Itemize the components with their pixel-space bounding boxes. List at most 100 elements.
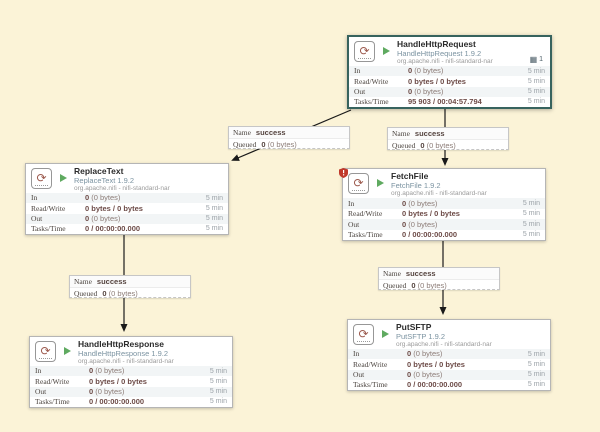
- stat-label: In: [353, 349, 360, 359]
- name-key: Name: [383, 268, 401, 278]
- name-value: success: [96, 276, 127, 286]
- connection-name-row: Name success: [229, 127, 349, 139]
- stat-value: 0 bytes / 0 bytes: [89, 376, 147, 386]
- stat-row: Read/Write 0 bytes / 0 bytes 5 min: [26, 203, 228, 213]
- processor-header: ⟳ HandleHttpResponse HandleHttpResponse …: [30, 337, 232, 366]
- stat-label: In: [35, 366, 42, 376]
- processor-node[interactable]: ⟳ HandleHttpResponse HandleHttpResponse …: [29, 336, 233, 408]
- stat-value: 0 (0 bytes): [407, 349, 443, 359]
- processor-title: HandleHttpRequest: [397, 39, 476, 49]
- stat-window: 5 min: [209, 398, 227, 406]
- processor-title: HandleHttpResponse: [78, 339, 164, 349]
- stat-window: 5 min: [209, 377, 227, 385]
- stat-row: Tasks/Time 0 / 00:00:00.000 5 min: [343, 230, 545, 241]
- stat-row: Read/Write 0 bytes / 0 bytes 5 min: [349, 76, 550, 86]
- stat-row: Out 0 (0 bytes) 5 min: [349, 86, 550, 97]
- processor-node[interactable]: ⟳ ReplaceText ReplaceText 1.9.2 org.apac…: [25, 163, 229, 235]
- stat-window: 5 min: [527, 98, 545, 106]
- stat-window: 5 min: [527, 381, 545, 389]
- stat-value: 0 (0 bytes): [89, 386, 125, 396]
- restricted-icon: [339, 165, 348, 183]
- stat-label: Tasks/Time: [35, 397, 70, 407]
- processor-node[interactable]: ⟳ HandleHttpRequest HandleHttpRequest 1.…: [347, 35, 552, 109]
- stat-value: 0 (0 bytes): [407, 369, 443, 379]
- stat-row: Tasks/Time 0 / 00:00:00.000 5 min: [30, 397, 232, 407]
- stat-label: Read/Write: [31, 203, 66, 213]
- processor-node[interactable]: ⟳ FetchFile FetchFile 1.9.2 org.apache.n…: [339, 168, 546, 241]
- stat-window: 5 min: [205, 204, 223, 212]
- queued-value: 0 (0 bytes): [420, 140, 456, 150]
- stat-row: In 0 (0 bytes) 5 min: [343, 198, 545, 209]
- stat-label: Tasks/Time: [31, 224, 66, 234]
- queued-key: Queued: [383, 280, 407, 290]
- connection-label[interactable]: Name success Queued 0 (0 bytes): [228, 126, 350, 149]
- stat-window: 5 min: [527, 371, 545, 379]
- stat-label: In: [348, 198, 355, 208]
- active-tasks-count: 1: [539, 56, 543, 63]
- stat-label: In: [354, 66, 361, 76]
- processor-stats: In 0 (0 bytes) 5 min Read/Write 0 bytes …: [343, 198, 545, 240]
- stat-label: Out: [35, 386, 47, 396]
- processor-header: ⟳ PutSFTP PutSFTP 1.9.2 org.apache.nifi …: [348, 320, 550, 349]
- processor-header: ⟳ HandleHttpRequest HandleHttpRequest 1.…: [349, 37, 550, 66]
- processor-icon: ⟳: [35, 341, 56, 362]
- stat-value: 0 (0 bytes): [85, 213, 121, 223]
- processor-icon: ⟳: [348, 173, 369, 194]
- stat-label: Read/Write: [35, 376, 70, 386]
- stat-value: 0 / 00:00:00.000: [89, 397, 145, 407]
- stat-row: Read/Write 0 bytes / 0 bytes 5 min: [343, 209, 545, 220]
- stat-label: Tasks/Time: [354, 97, 389, 107]
- queued-value: 0 (0 bytes): [411, 280, 447, 290]
- stat-window: 5 min: [205, 194, 223, 202]
- stat-row: In 0 (0 bytes) 5 min: [348, 349, 550, 360]
- stat-row: Out 0 (0 bytes) 5 min: [343, 219, 545, 230]
- stat-value: 0 (0 bytes): [408, 66, 444, 76]
- processor-header: ⟳ FetchFile FetchFile 1.9.2 org.apache.n…: [339, 168, 545, 198]
- queued-value: 0 (0 bytes): [261, 139, 297, 149]
- processor-type: HandleHttpResponse 1.9.2: [78, 349, 169, 358]
- name-value: success: [405, 268, 436, 278]
- stat-row: Out 0 (0 bytes) 5 min: [26, 213, 228, 224]
- connection-name-row: Name success: [388, 128, 508, 140]
- stat-label: Read/Write: [353, 359, 388, 369]
- processor-bundle: org.apache.nifi - nifi-standard-nar: [397, 58, 493, 65]
- stat-window: 5 min: [527, 350, 545, 358]
- stat-value: 0 / 00:00:00.000: [85, 224, 141, 234]
- stat-window: 5 min: [527, 88, 545, 96]
- stat-label: Out: [31, 213, 43, 223]
- stat-row: In 0 (0 bytes) 5 min: [26, 193, 228, 204]
- queued-key: Queued: [74, 288, 98, 298]
- name-key: Name: [233, 127, 251, 137]
- stat-window: 5 min: [209, 367, 227, 375]
- stat-label: Tasks/Time: [348, 230, 383, 239]
- queued-key: Queued: [392, 140, 416, 150]
- run-status-icon: [64, 347, 71, 355]
- processor-type: ReplaceText 1.9.2: [74, 176, 135, 185]
- stat-label: Tasks/Time: [353, 380, 388, 390]
- connection-label[interactable]: Name success Queued 0 (0 bytes): [69, 275, 191, 298]
- stat-window: 5 min: [527, 77, 545, 85]
- stat-window: 5 min: [205, 225, 223, 233]
- stat-value: 0 (0 bytes): [402, 219, 438, 229]
- connection-queued-row: Queued 0 (0 bytes): [379, 280, 499, 291]
- stat-value: 0 (0 bytes): [402, 198, 438, 208]
- processor-type: HandleHttpRequest 1.9.2: [397, 49, 482, 58]
- processor-type: FetchFile 1.9.2: [391, 181, 441, 190]
- stat-row: Tasks/Time 95 903 / 00:04:57.794 5 min: [349, 97, 550, 107]
- stat-window: 5 min: [527, 360, 545, 368]
- stat-value: 0 bytes / 0 bytes: [85, 203, 143, 213]
- processor-stats: In 0 (0 bytes) 5 min Read/Write 0 bytes …: [349, 66, 550, 107]
- queued-key: Queued: [233, 139, 257, 149]
- stat-value: 0 bytes / 0 bytes: [408, 76, 466, 86]
- connection-label[interactable]: Name success Queued 0 (0 bytes): [378, 267, 500, 290]
- processor-bundle: org.apache.nifi - nifi-standard-nar: [396, 341, 492, 348]
- name-value: success: [255, 127, 286, 137]
- name-key: Name: [74, 276, 92, 286]
- stat-value: 0 / 00:00:00.000: [402, 230, 458, 239]
- run-status-icon: [382, 330, 389, 338]
- connection-label[interactable]: Name success Queued 0 (0 bytes): [387, 127, 509, 150]
- processor-node[interactable]: ⟳ PutSFTP PutSFTP 1.9.2 org.apache.nifi …: [347, 319, 551, 391]
- stat-window: 5 min: [522, 199, 540, 207]
- stat-window: 5 min: [205, 215, 223, 223]
